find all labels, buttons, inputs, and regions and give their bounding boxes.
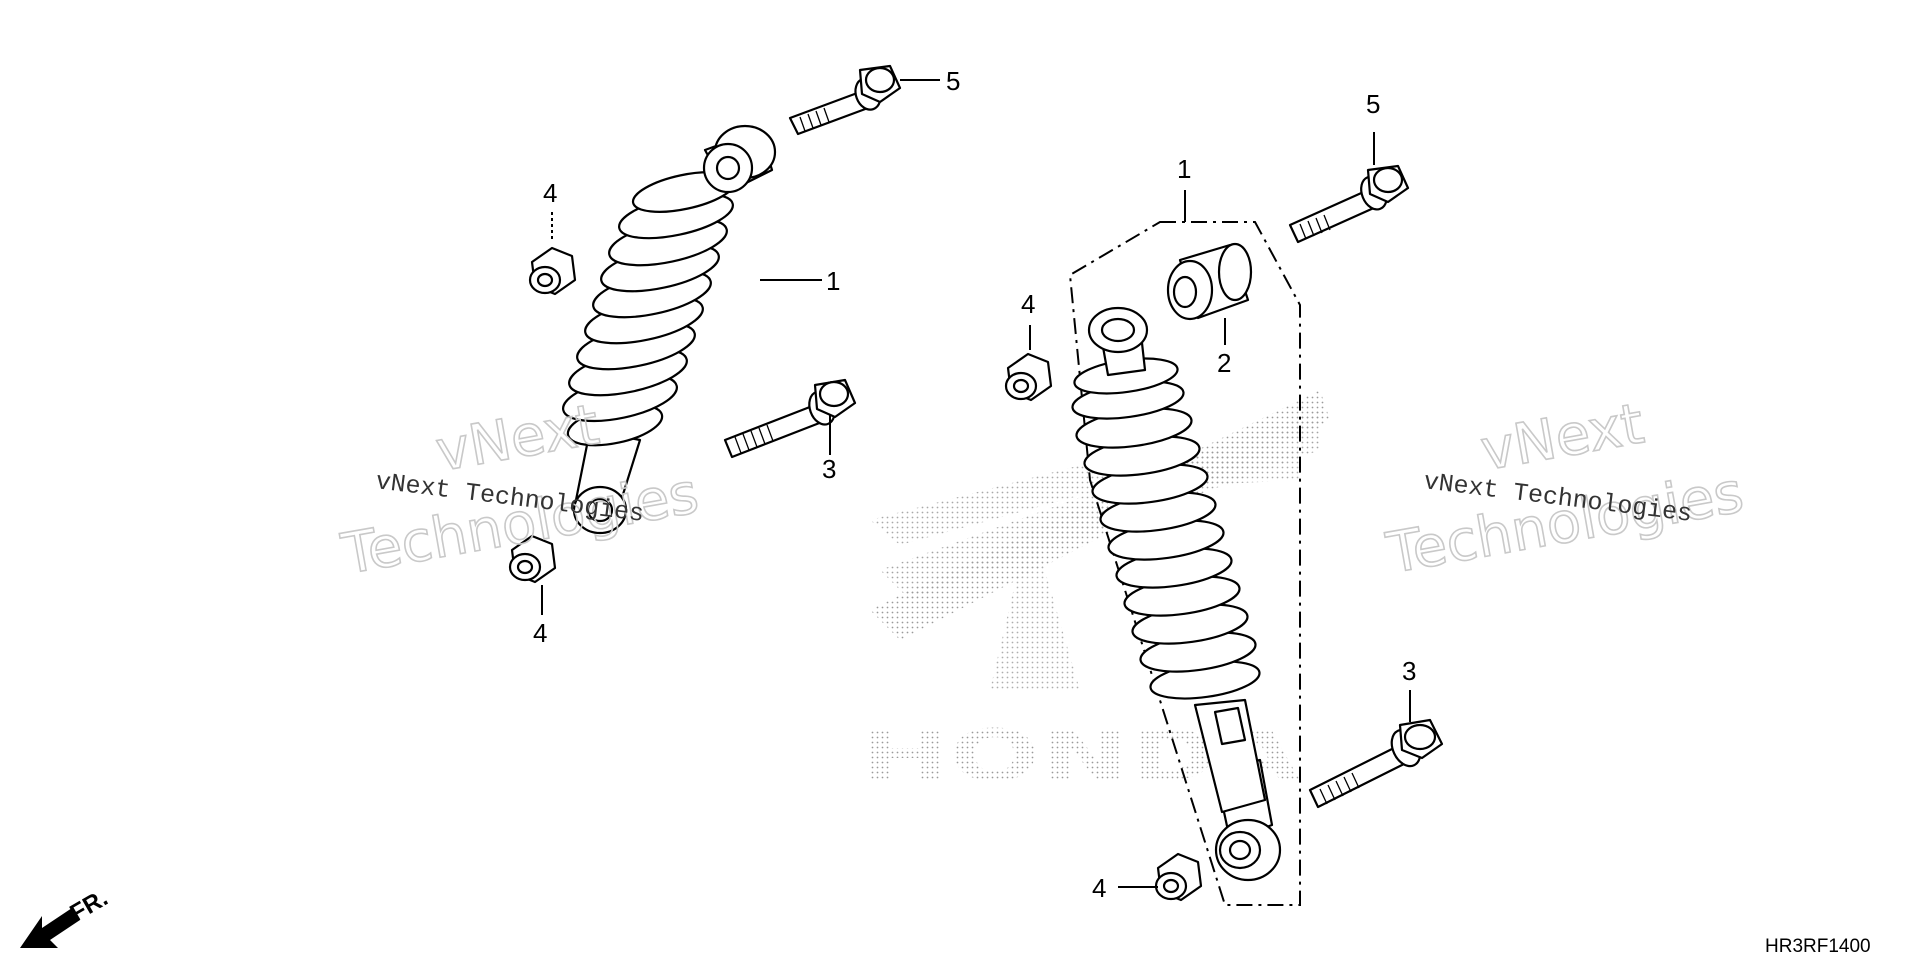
callout-left-shock: 1: [826, 266, 840, 296]
callout-left-bolt-top: 5: [946, 66, 960, 96]
callout-right-bolt-bottom: 3: [1402, 656, 1416, 686]
left-shock-spring: [562, 171, 737, 447]
callout-right-collar: 2: [1217, 348, 1231, 378]
front-direction-indicator: FR.: [20, 884, 112, 948]
right-nut-top: [1004, 352, 1053, 402]
left-bolt-top: [788, 64, 902, 136]
callout-right-nut-bottom: 4: [1092, 873, 1106, 903]
left-nut-top: [528, 246, 577, 296]
right-shock-absorber: [1071, 306, 1282, 882]
callout-left-bolt-mid: 3: [822, 454, 836, 484]
right-bolt-top: [1288, 164, 1410, 244]
watermark-outline-line1: vNext: [1476, 391, 1648, 483]
watermark-outline-line1: vNext: [431, 392, 603, 484]
left-bolt-mid: [723, 378, 857, 459]
left-shock-absorber: [562, 124, 777, 535]
right-bolt-bottom: [1308, 718, 1444, 809]
right-nut-bottom: [1154, 852, 1203, 902]
right-shock-spring: [1071, 357, 1261, 700]
right-assembly-boundary: [1068, 221, 1301, 906]
callout-right-nut-top: 4: [1021, 289, 1035, 319]
callout-right-bolt-top: 5: [1366, 89, 1380, 119]
diagram-code: HR3RF1400: [1765, 936, 1871, 957]
right-collar: [1166, 242, 1253, 321]
callout-left-nut-bottom: 4: [533, 618, 547, 648]
callout-left-nut-top: 4: [543, 178, 557, 208]
callout-right-shock: 1: [1177, 154, 1191, 184]
front-arrow-icon: [20, 908, 80, 948]
left-nut-bottom: [508, 534, 557, 584]
